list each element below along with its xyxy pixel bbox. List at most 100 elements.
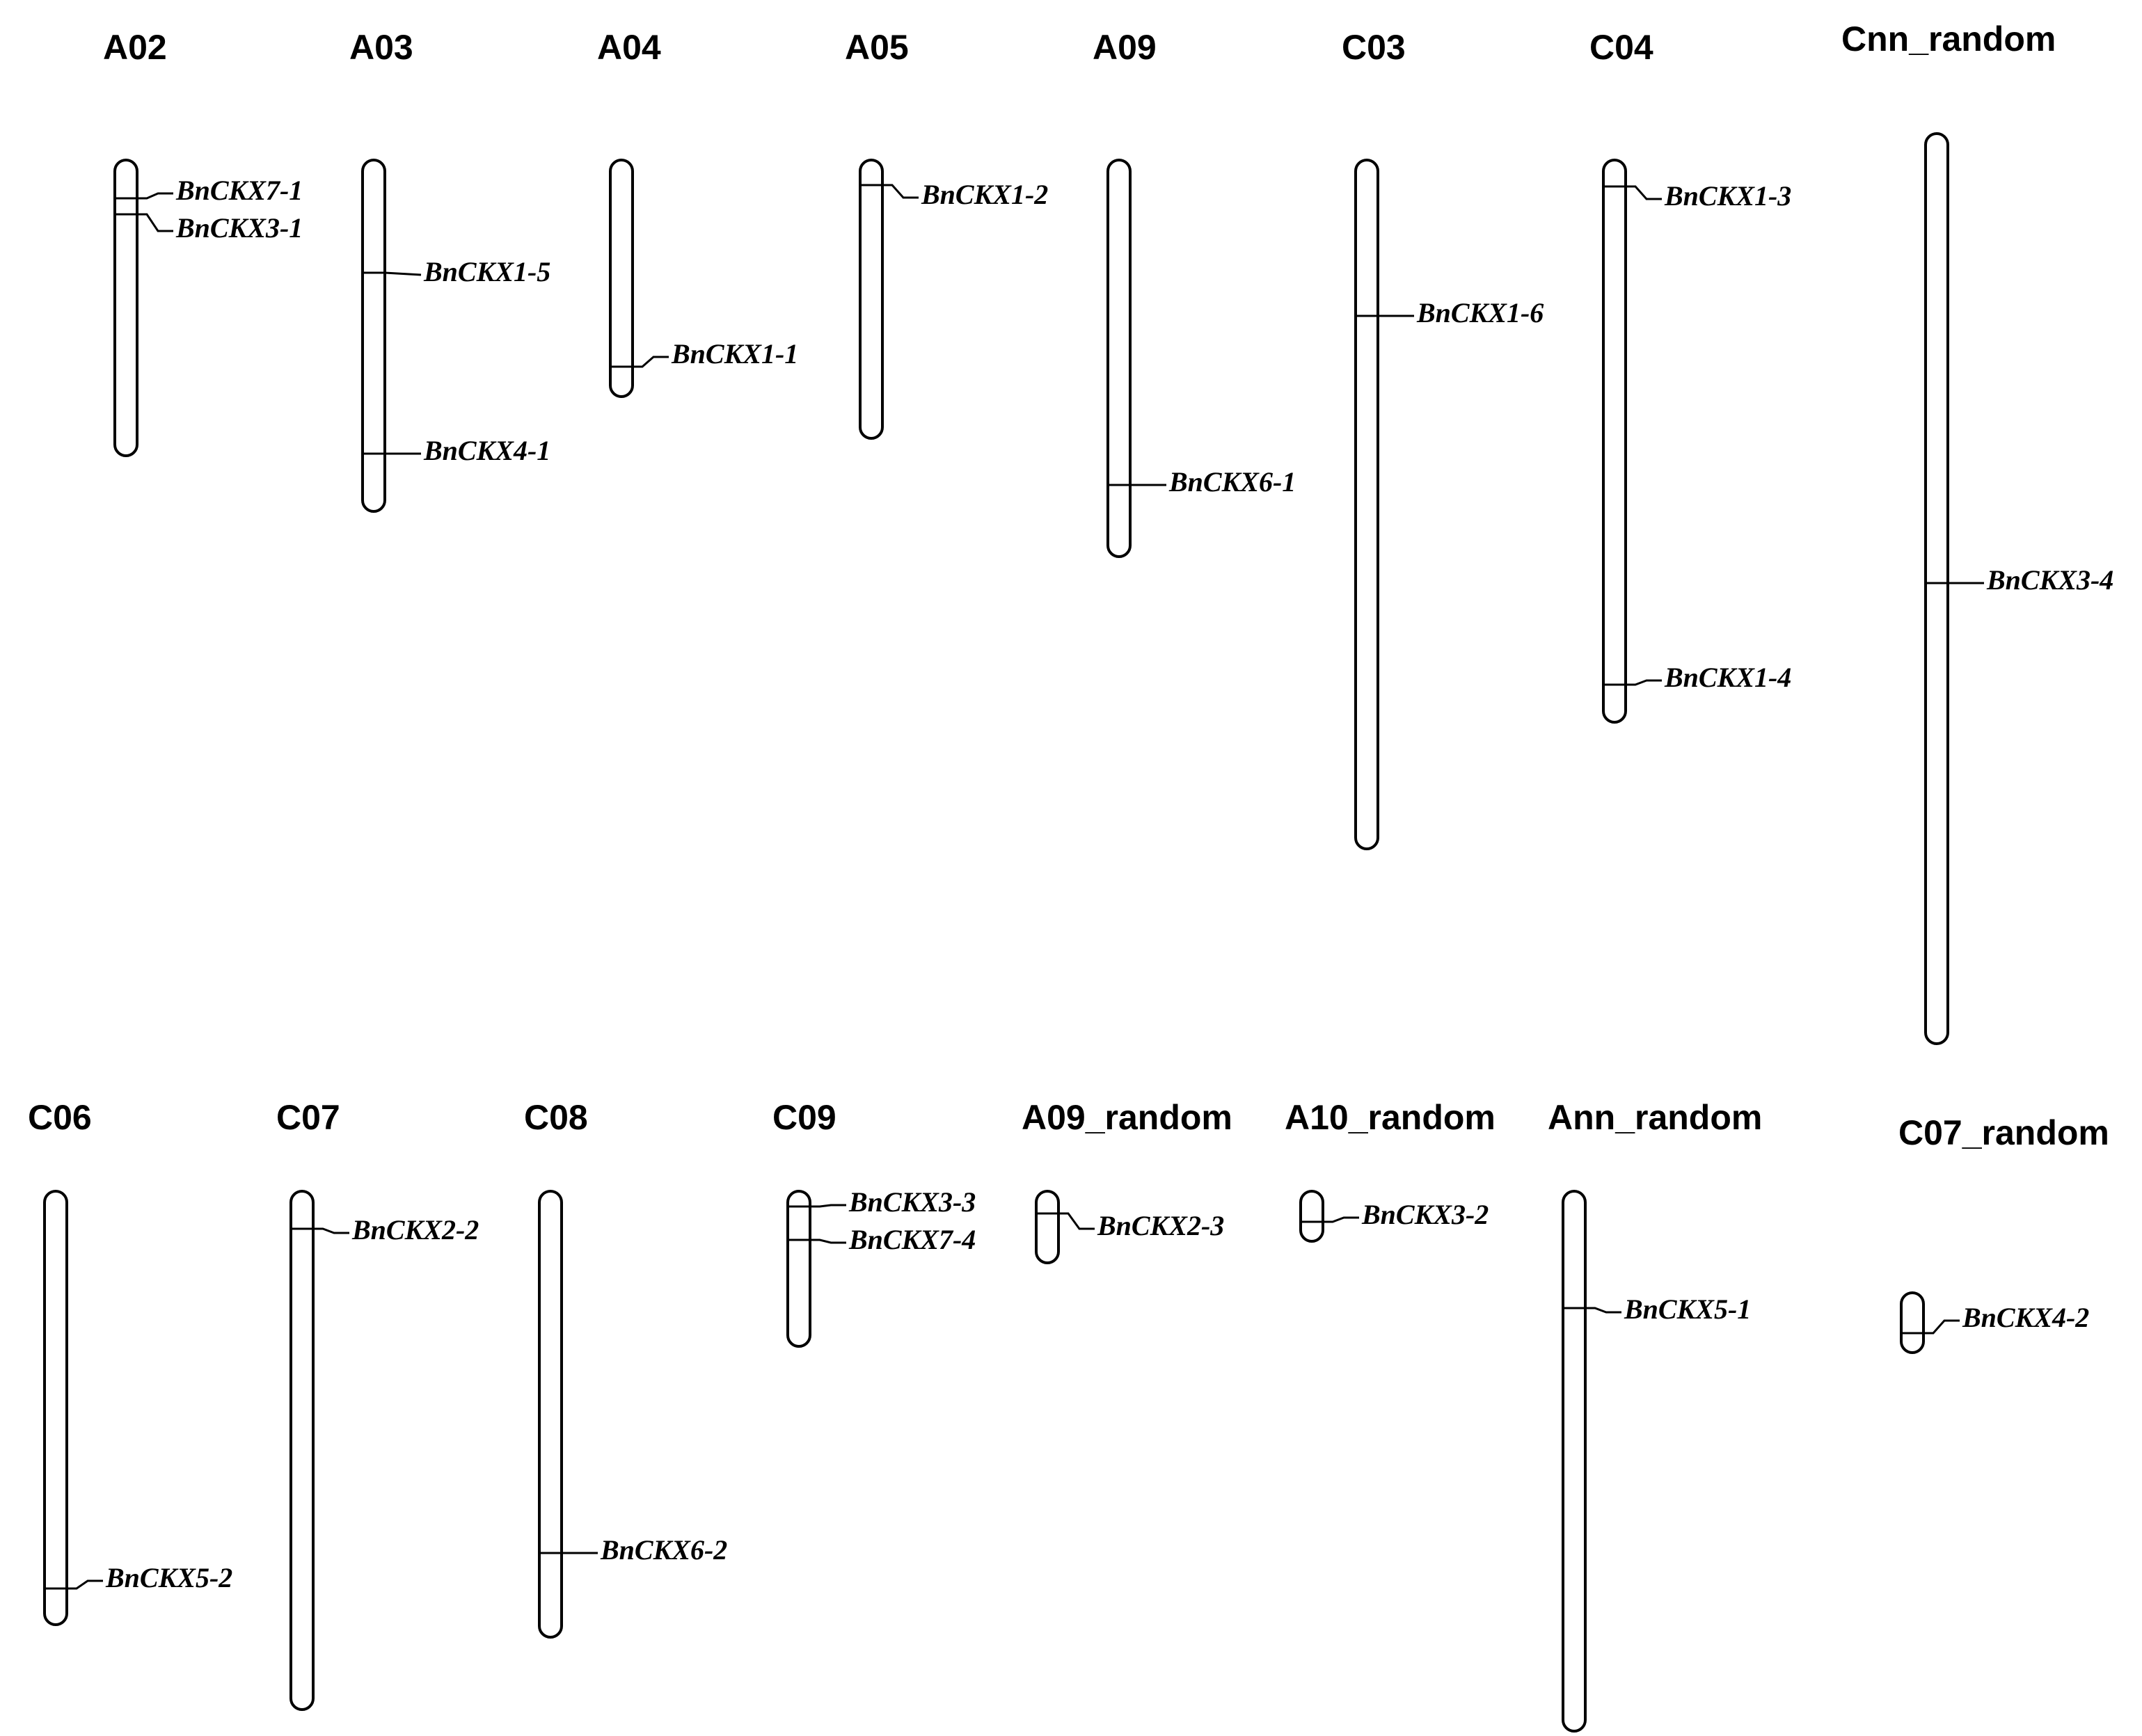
gene-label: BnCKX4-2 — [1962, 1302, 2089, 1333]
chromosome-title: A05 — [845, 28, 909, 67]
gene-label: BnCKX1-3 — [1664, 180, 1791, 212]
chromosome-body — [859, 159, 884, 440]
gene-marker: BnCKX6-1 — [1108, 466, 1296, 497]
chromosome-title: A09 — [1093, 28, 1157, 67]
gene-leader-line — [810, 1204, 846, 1208]
chromosome-title: Cnn_random — [1841, 19, 2056, 58]
gene-label: BnCKX5-1 — [1624, 1293, 1751, 1325]
gene-label: BnCKX3-2 — [1361, 1199, 1489, 1230]
gene-marker: BnCKX3-4 — [1926, 564, 2113, 596]
chromosome-body — [1299, 1190, 1324, 1243]
chromosome-title: A02 — [103, 28, 167, 67]
gene-marker: BnCKX2-3 — [1036, 1210, 1224, 1241]
gene-leader-line — [633, 356, 669, 368]
gene-marker: BnCKX6-2 — [539, 1534, 727, 1566]
chromosome-title: C07_random — [1898, 1113, 2109, 1152]
gene-marker: BnCKX1-6 — [1356, 297, 1544, 328]
gene-marker: BnCKX2-2 — [291, 1214, 479, 1245]
chromosome-body — [1562, 1190, 1587, 1733]
gene-label: BnCKX1-6 — [1416, 297, 1544, 328]
gene-label: BnCKX1-2 — [921, 179, 1048, 210]
chromosome-body — [609, 159, 634, 398]
gene-marker: BnCKX1-3 — [1603, 180, 1791, 212]
gene-marker: BnCKX5-1 — [1563, 1293, 1751, 1325]
chromosome-body — [538, 1190, 563, 1639]
chromosome-title: A03 — [349, 28, 413, 67]
chromosome-body — [1106, 159, 1132, 558]
gene-leader-line — [384, 271, 422, 276]
gene-leader-line — [1626, 185, 1662, 200]
chromosome-body — [1354, 159, 1379, 850]
chromosome-body — [43, 1190, 68, 1626]
chromosome-body — [1035, 1190, 1060, 1264]
gene-label: BnCKX5-2 — [105, 1562, 232, 1593]
gene-marker: BnCKX1-4 — [1603, 662, 1791, 693]
chromosome-body — [361, 159, 386, 513]
gene-leader-line — [810, 1239, 846, 1244]
gene-label: BnCKX7-4 — [848, 1224, 976, 1255]
chromosome-layer: A02BnCKX7-1BnCKX3-1A03BnCKX1-5BnCKX4-1A0… — [28, 19, 2113, 1733]
chromosome-title: C07 — [276, 1098, 340, 1137]
gene-label: BnCKX2-3 — [1097, 1210, 1224, 1241]
gene-leader-line — [1585, 1307, 1621, 1314]
gene-label: BnCKX1-5 — [423, 256, 550, 287]
gene-marker: BnCKX1-1 — [610, 338, 798, 369]
gene-leader-line — [313, 1227, 349, 1234]
chromosome-title: A10_random — [1285, 1098, 1496, 1137]
gene-leader-line — [1923, 1319, 1960, 1335]
chromosome-body — [1602, 159, 1627, 724]
chromosome-title: C08 — [524, 1098, 588, 1137]
gene-marker: BnCKX7-1 — [115, 175, 303, 206]
chromosome-title: Ann_random — [1548, 1098, 1762, 1137]
gene-label: BnCKX4-1 — [423, 435, 550, 466]
gene-marker: BnCKX4-1 — [363, 435, 550, 466]
gene-marker: BnCKX1-2 — [860, 179, 1048, 210]
gene-leader-line — [1058, 1212, 1095, 1230]
gene-label: BnCKX6-2 — [600, 1534, 727, 1566]
gene-label: BnCKX2-2 — [351, 1214, 479, 1245]
gene-label: BnCKX1-4 — [1664, 662, 1791, 693]
gene-leader-line — [1626, 679, 1662, 686]
chromosome-body — [1900, 1291, 1925, 1354]
chromosome-body — [289, 1190, 315, 1711]
chromosome-title: C09 — [772, 1098, 836, 1137]
gene-marker: BnCKX1-5 — [363, 256, 550, 287]
chromosome-body — [786, 1190, 811, 1348]
gene-leader-line — [882, 184, 919, 199]
gene-marker: BnCKX3-2 — [1301, 1199, 1489, 1230]
chromosome-title: C06 — [28, 1098, 92, 1137]
gene-marker: BnCKX7-4 — [788, 1224, 976, 1255]
chromosome-body — [113, 159, 138, 457]
gene-label: BnCKX3-4 — [1986, 564, 2113, 596]
chromosome-body — [1924, 132, 1949, 1045]
gene-label: BnCKX1-1 — [671, 338, 798, 369]
gene-marker: BnCKX3-3 — [788, 1186, 976, 1218]
gene-marker: BnCKX3-1 — [115, 212, 303, 244]
gene-label: BnCKX6-1 — [1168, 466, 1296, 497]
gene-marker: BnCKX4-2 — [1901, 1302, 2089, 1335]
gene-leader-line — [67, 1579, 103, 1590]
chromosome-title: A04 — [597, 28, 661, 67]
gene-label: BnCKX3-3 — [848, 1186, 976, 1218]
chromosome-title: C03 — [1342, 28, 1406, 67]
gene-label: BnCKX7-1 — [175, 175, 303, 206]
gene-leader-line — [137, 213, 173, 232]
gene-leader-line — [137, 192, 173, 200]
